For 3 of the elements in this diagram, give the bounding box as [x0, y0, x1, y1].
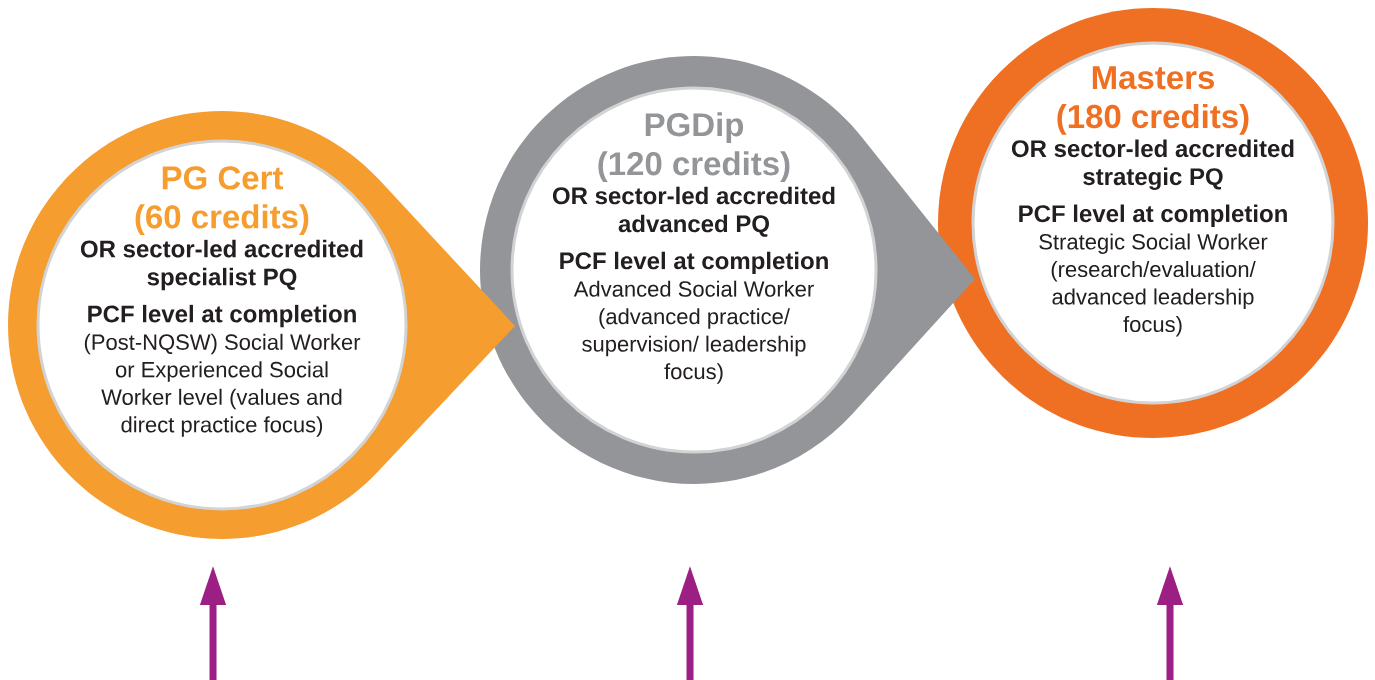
teardrop-node: PG Cert (60 credits) OR sector-led accredited specialist PQ PCF level at completion (Post-NQSW) Social Worker or Experienced Social Worker level (values and direct practice focus) [8, 111, 515, 539]
teardrop-node: Masters (180 credits) OR sector-led accredited strategic PQ PCF level at completion Strategic Social Worker (research/evaluation/ advanced leadership focus) [938, 8, 1368, 438]
teardrop-node: PGDip (120 credits) OR sector-led accredited advanced PQ PCF level at completion Advanced Social Worker (advanced practice/ supervision/ leadership focus) [480, 56, 975, 484]
